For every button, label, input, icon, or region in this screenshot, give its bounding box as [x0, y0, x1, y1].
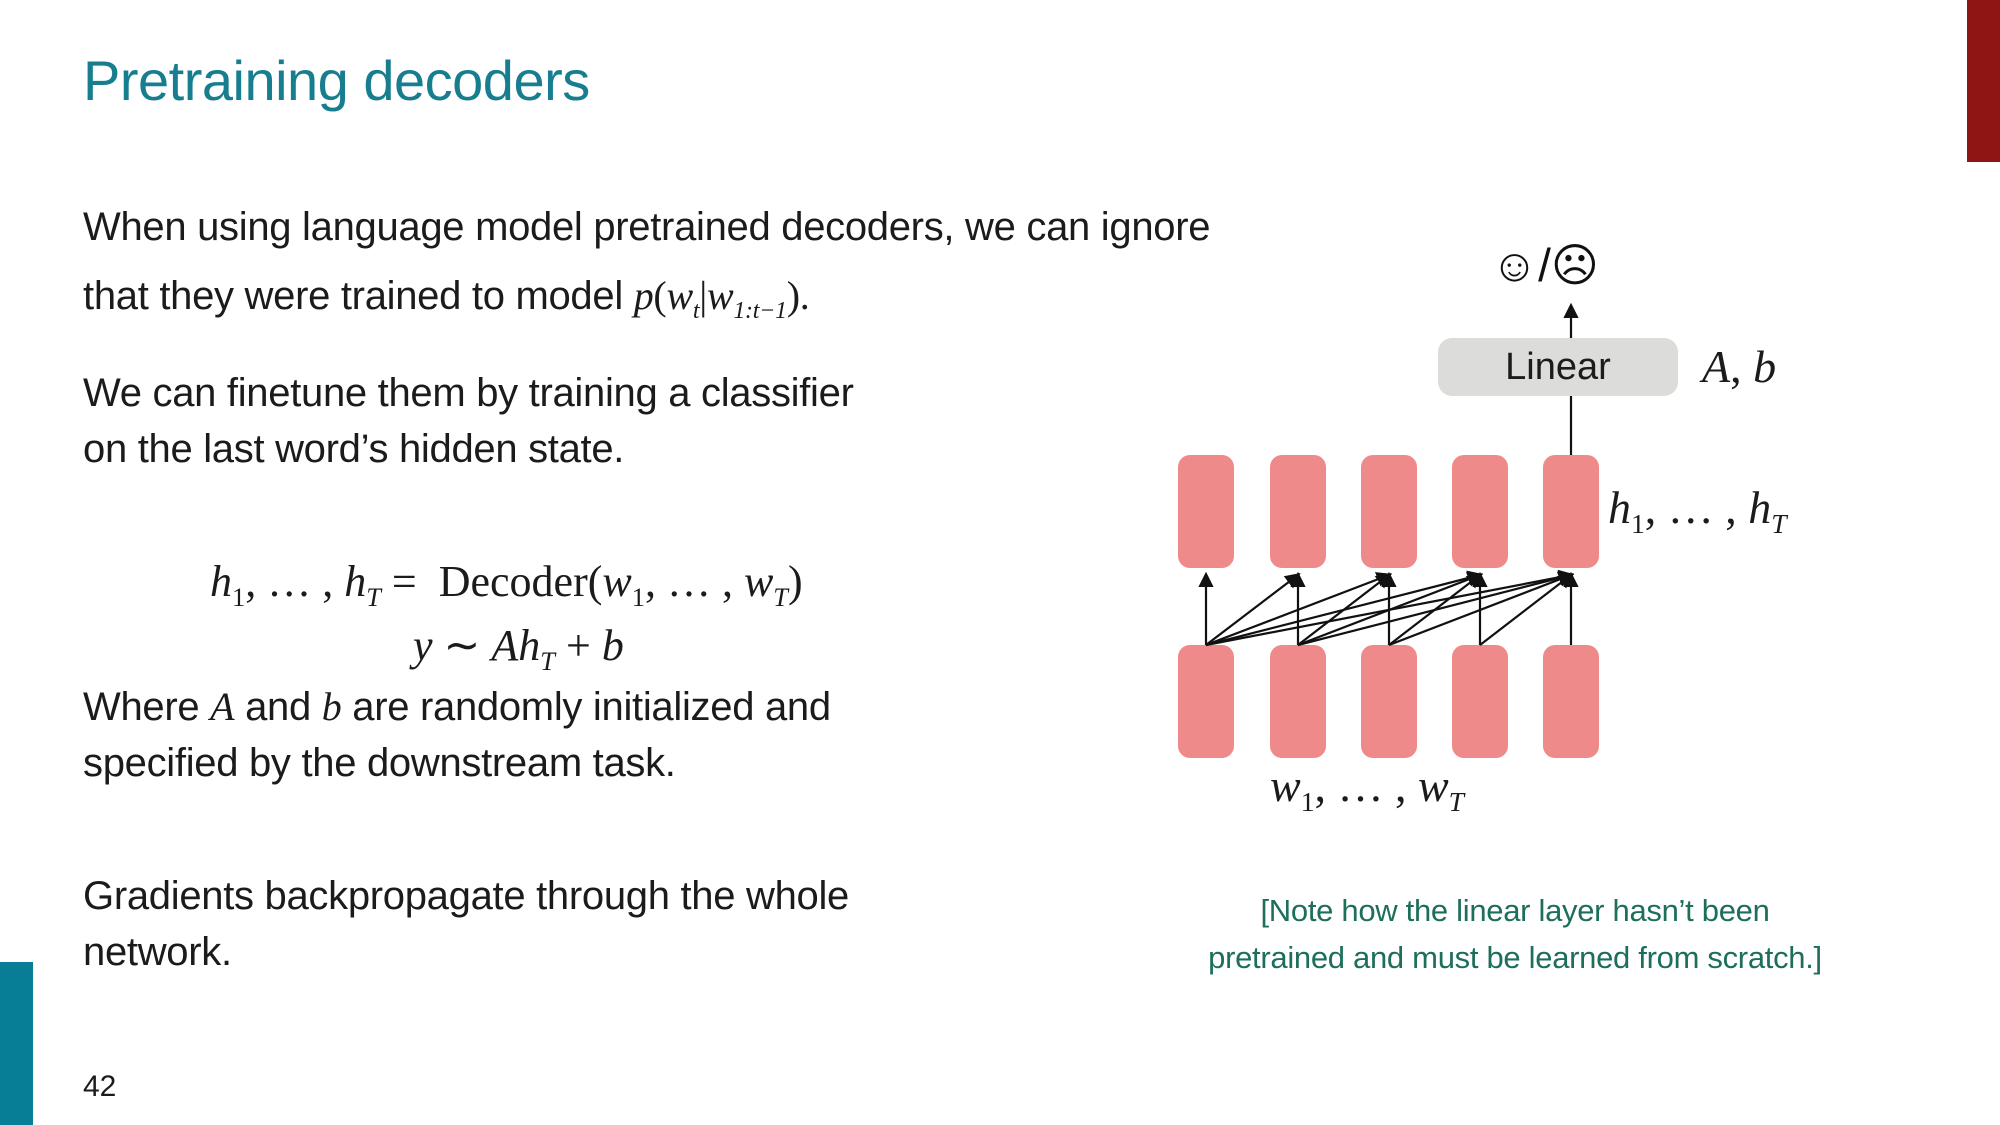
input-block-3 — [1361, 645, 1417, 758]
hidden-state-block-4 — [1452, 455, 1508, 568]
paragraph-4-line-1: Gradients backpropagate through the whol… — [83, 874, 850, 918]
attention-arrow-1-to-2 — [1205, 573, 1301, 646]
attention-arrows — [1198, 569, 1579, 647]
linear-layer-box: Linear — [1438, 338, 1678, 396]
paragraph-4-line-2: network. — [83, 930, 232, 974]
attention-arrow-3-to-4 — [1388, 572, 1483, 646]
top-right-accent-bar — [1967, 0, 2000, 162]
linear-params-label: A, b — [1702, 341, 1777, 392]
bottom-left-accent-bar — [0, 962, 33, 1125]
paragraph-2-line-1: We can finetune them by training a class… — [83, 371, 854, 415]
paragraph-2-line-2: on the last word’s hidden state. — [83, 427, 625, 471]
hidden-state-block-1 — [1178, 455, 1234, 568]
hidden-state-block-2 — [1270, 455, 1326, 568]
equation-decoder: h1, … , hT = Decoder(w1, … , wT) — [210, 557, 803, 612]
note-line-2: pretrained and must be learned from scra… — [1208, 940, 1822, 975]
paragraph-3-line-2: specified by the downstream task. — [83, 741, 676, 785]
input-block-5 — [1543, 645, 1599, 758]
input-block-2 — [1270, 645, 1326, 758]
paragraph-3-line-1: Where A and b are randomly initialized a… — [83, 684, 831, 729]
sentiment-output-icon: ☺/☹ — [1491, 239, 1599, 291]
input-block-1 — [1178, 645, 1234, 758]
attention-arrow-2-to-3 — [1297, 572, 1392, 646]
hidden-states-label: h1, … , hT — [1608, 482, 1787, 540]
attention-arrow-4-to-5 — [1479, 572, 1574, 646]
decoder-diagram — [1178, 302, 1599, 758]
slide-title: Pretraining decoders — [83, 49, 590, 112]
paragraph-1-line-2: that they were trained to model p(wt|w1:… — [83, 273, 810, 324]
paragraph-1-line-1: When using language model pretrained dec… — [83, 205, 1211, 249]
decoder-blocks — [1178, 455, 1599, 758]
input-block-4 — [1452, 645, 1508, 758]
note-line-1: [Note how the linear layer hasn’t been — [1260, 893, 1770, 928]
hidden-state-block-5 — [1543, 455, 1599, 568]
input-words-label: w1, … , wT — [1270, 760, 1465, 818]
equation-classifier: y ∼ AhT + b — [413, 621, 624, 676]
page-number: 42 — [83, 1070, 117, 1103]
hidden-state-block-3 — [1361, 455, 1417, 568]
